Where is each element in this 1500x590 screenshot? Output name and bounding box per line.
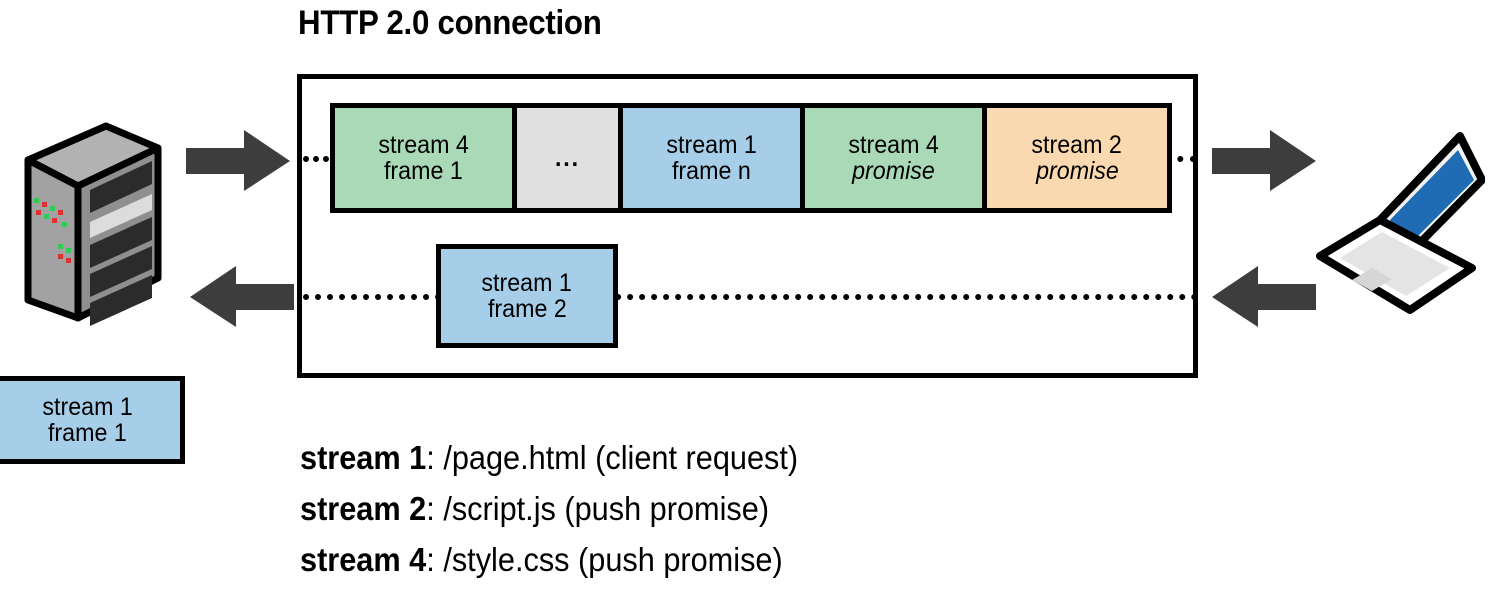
arrow-connection-to-client [1212, 130, 1317, 197]
detached-frame-box: stream 1 frame 1 [0, 376, 185, 464]
arrow-server-to-connection [186, 130, 291, 197]
frame-cell-line2: promise [1035, 157, 1119, 185]
lower-frame-line2: frame 2 [487, 295, 567, 323]
legend-row: stream 4: /style.css (push promise) [300, 534, 798, 585]
frame-cell-line1: stream 4 [848, 130, 939, 159]
legend-row: stream 2: /script.js (push promise) [300, 483, 798, 534]
dotted-line-left [303, 156, 339, 162]
frame-cell: ... [517, 108, 623, 208]
detached-frame-line1: stream 1 [42, 392, 133, 421]
frame-cell-line2: promise [852, 157, 935, 185]
legend-stream-label: stream 4 [300, 541, 427, 579]
legend-stream-label: stream 1 [300, 439, 427, 476]
detached-frame-line2: frame 1 [48, 419, 127, 447]
legend-detail: : /style.css (push promise) [426, 541, 783, 579]
legend-detail: : /page.html (client request) [426, 439, 799, 476]
frame-cell-line1: stream 4 [378, 130, 469, 159]
legend-detail: : /script.js (push promise) [426, 490, 770, 528]
server-icon [6, 118, 176, 338]
page-title: HTTP 2.0 connection [298, 4, 602, 42]
frame-cell-line2: frame 1 [384, 157, 463, 185]
frame-cell-line1: stream 2 [1031, 130, 1123, 159]
dotted-line-bottom [303, 294, 1198, 300]
frame-cell-line1: stream 1 [666, 130, 757, 159]
frame-cell-line2: frame n [672, 157, 751, 185]
legend-row: stream 1: /page.html (client request) [300, 432, 798, 483]
legend: stream 1: /page.html (client request)str… [300, 432, 836, 585]
arrow-connection-to-server [190, 266, 295, 333]
lower-frame-box: stream 1 frame 2 [436, 244, 618, 348]
lower-frame-line1: stream 1 [481, 268, 573, 297]
laptop-icon [1310, 128, 1486, 333]
dotted-line-right [1152, 156, 1196, 162]
frame-cell-line2: ... [555, 143, 580, 172]
arrow-client-to-connection [1212, 266, 1317, 333]
legend-stream-label: stream 2 [300, 490, 427, 528]
